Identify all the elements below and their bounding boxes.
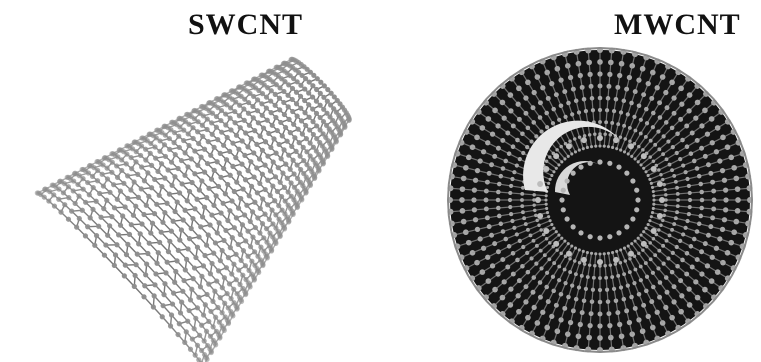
swcnt-tube-illustration (35, 57, 352, 362)
mwcnt-label: MWCNT (614, 10, 741, 40)
swcnt-label: SWCNT (188, 10, 303, 40)
mwcnt-tube-illustration (447, 47, 753, 353)
